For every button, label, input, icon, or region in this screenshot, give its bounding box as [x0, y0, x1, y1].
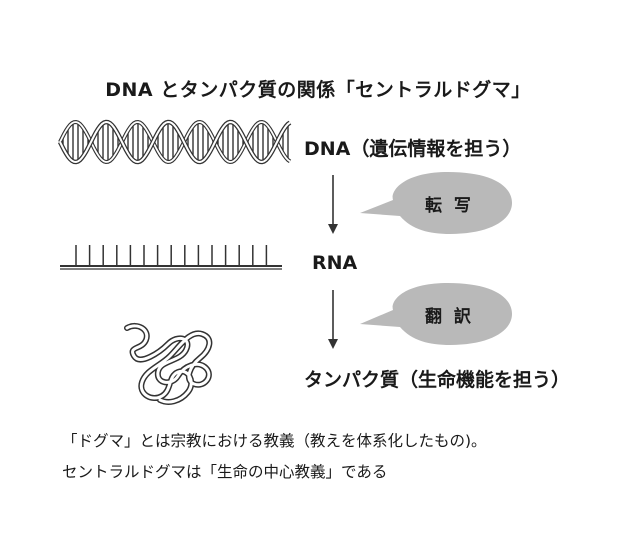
note-line-2: セントラルドグマは「生命の中心教義」である: [62, 463, 388, 481]
arrow-rna-to-protein: [328, 290, 338, 349]
protein-chain-icon: [124, 322, 213, 405]
rna-strand-icon: [60, 245, 282, 270]
translation-bubble: [360, 283, 512, 345]
translation-label: 翻 訳: [425, 307, 474, 327]
note-line-1: 「ドグマ」とは宗教における教義（教えを体系化したもの)。: [62, 432, 487, 450]
arrow-dna-to-rna: [328, 175, 338, 234]
rna-label: RNA: [312, 252, 358, 274]
transcription-label: 転 写: [425, 196, 474, 216]
dna-helix-icon: [57, 119, 292, 165]
diagram-title: DNA とタンパク質の関係「セントラルドグマ」: [105, 79, 531, 101]
protein-label: タンパク質（生命機能を担う）: [304, 369, 571, 391]
dna-label: DNA（遺伝情報を担う）: [304, 138, 522, 160]
transcription-bubble: [360, 172, 512, 234]
